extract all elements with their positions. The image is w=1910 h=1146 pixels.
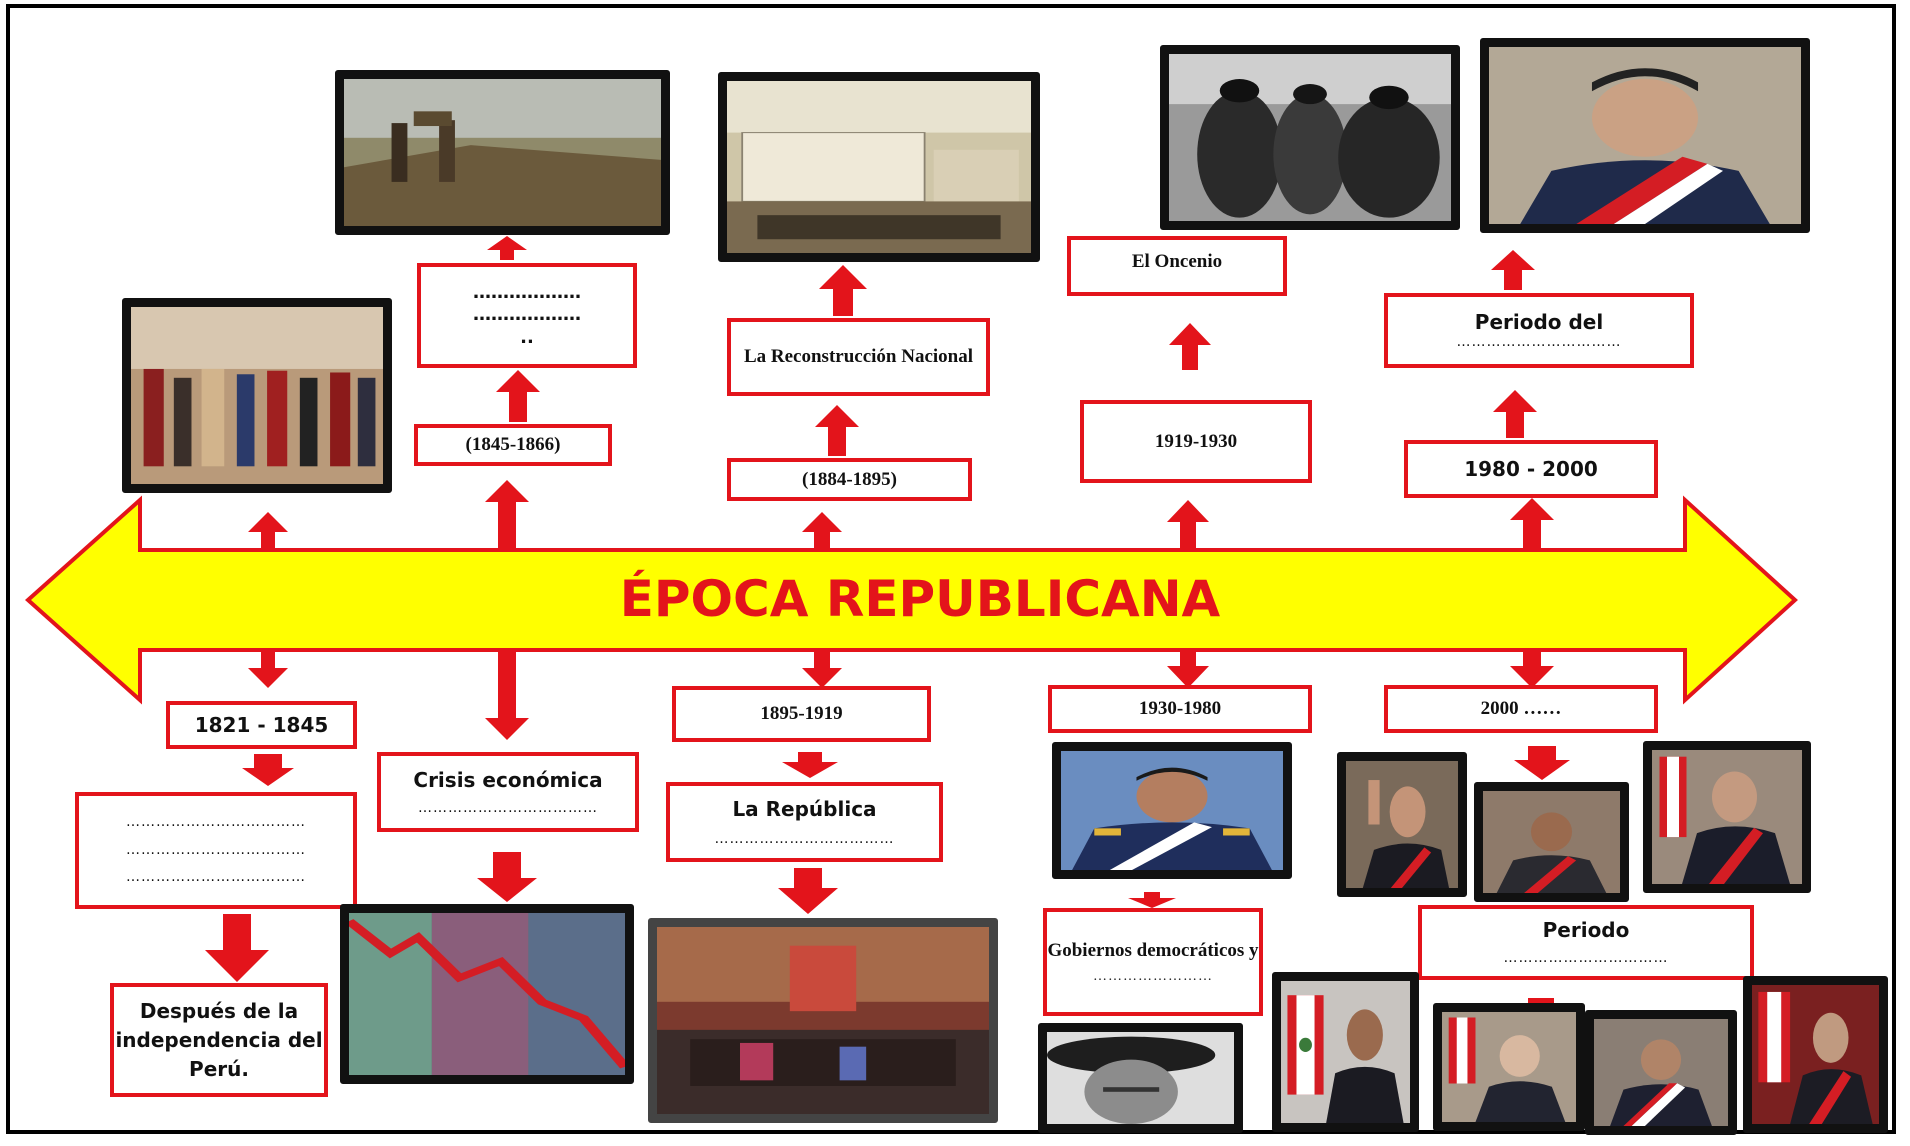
title-label: Periodo [1542,918,1630,943]
up-arrow-icon [819,265,867,316]
up-arrow-icon [815,405,859,456]
dates-label: 1919-1930 [1154,430,1238,452]
down-arrow-icon [248,650,288,688]
down-arrow-icon [778,868,838,914]
blank-line: ……………………………… [418,799,598,816]
down-arrow-icon [1514,746,1570,780]
image-reconstruction-painting [718,72,1040,262]
dates-label: 1821 - 1845 [194,712,329,737]
dates-label: 1895-1919 [760,703,843,725]
box-dates-1821-1845: 1821 - 1845 [166,701,357,749]
box-dates-1895-1919: 1895-1919 [672,686,931,742]
image-president-kuczynski [1433,1003,1585,1131]
box-periodo: Periodo …………………………… [1418,905,1754,980]
box-dates-1980-2000: 1980 - 2000 [1404,440,1658,498]
image-military-portrait [1052,742,1292,879]
image-independence-painting [122,298,392,493]
down-arrow-icon [1510,650,1554,688]
title-label: Crisis económica [413,767,603,792]
up-arrow-icon [1493,390,1537,438]
banner-arrow [24,495,1798,705]
up-arrow-icon [248,512,288,550]
up-arrow-icon [1167,500,1209,550]
up-arrow-icon [1169,323,1211,370]
image-economic-chart [340,904,634,1084]
blank-line-1: ……………… [473,281,581,303]
box-dates-1919-1930: 1919-1930 [1080,400,1312,483]
box-dates-1930-1980: 1930-1980 [1048,685,1312,733]
blank-line-3: ……………………………… [126,869,306,886]
title-label: La Reconstrucción Nacional [743,346,974,368]
up-arrow-icon [487,236,527,260]
image-bw-officer [1038,1023,1243,1133]
up-arrow-icon [496,370,540,422]
box-blank-1845-1866: ……………… ……………… .. [417,263,637,368]
down-arrow-icon [802,650,842,688]
image-war-painting [335,70,670,235]
image-president-sagasti [1743,976,1888,1133]
blank-line-1: ……………………………… [126,814,306,831]
image-president-toledo [1474,782,1629,902]
box-after-independence: Después de la independencia del Perú. [110,983,328,1097]
blank-line-3: .. [520,326,534,348]
blank-line: ……………………………… [714,830,895,847]
dates-label: (1884-1895) [802,468,897,490]
box-economic-crisis: Crisis económica ……………………………… [377,752,639,832]
down-arrow-icon [485,650,529,740]
box-dates-1884-1895: (1884-1895) [727,458,972,501]
image-republic-painting [648,918,998,1123]
title-label: Periodo del [1474,310,1604,335]
box-periodo-del: Periodo del …………………………… [1384,293,1694,368]
title-label: La República [732,796,877,821]
up-arrow-icon [1510,498,1554,550]
dates-label: 1980 - 2000 [1464,456,1598,481]
description-label: Después de la independencia del Perú. [115,998,323,1081]
banner-title: ÉPOCA REPUBLICANA [619,570,1221,628]
box-blank-1821-1845: ……………………………… ……………………………… ……………………………… [75,792,357,909]
up-arrow-icon [485,480,529,550]
down-arrow-icon [205,914,269,982]
box-reconstruction: La Reconstrucción Nacional [727,318,990,396]
blank-line-2: ……………… [473,304,581,326]
up-arrow-icon [1491,250,1535,290]
up-arrow-icon [802,512,842,550]
box-dates-2000: 2000 …… [1384,685,1658,733]
dates-label: 1930-1980 [1138,698,1222,720]
title-label: El Oncenio [1131,251,1223,272]
image-president-humala [1272,972,1419,1132]
image-oncenio-photo [1160,45,1460,230]
down-arrow-icon [782,752,838,778]
image-president-garcia [1643,741,1811,893]
down-arrow-icon [477,852,537,902]
title-label: Gobiernos democráticos y [1047,940,1259,962]
box-democratic-governments: Gobiernos democráticos y …………………… [1043,908,1263,1016]
down-arrow-icon [242,754,294,786]
down-arrow-icon [1167,650,1209,688]
box-dates-1845-1866: (1845-1866) [414,424,612,466]
image-president-vizcarra [1585,1010,1737,1135]
dates-label: 2000 …… [1480,698,1562,720]
image-president-waving [1337,752,1467,897]
blank-line: …………………………… [1503,950,1669,967]
dates-label: (1845-1866) [465,434,561,456]
down-arrow-icon [1128,892,1176,908]
box-oncenio: El Oncenio [1067,236,1287,296]
blank-line: …………………………… [1456,334,1622,351]
blank-line-2: ……………………………… [126,841,306,858]
image-president-portrait [1480,38,1810,233]
box-la-republica: La República ……………………………… [666,782,943,862]
blank-line: …………………… [1093,969,1213,985]
